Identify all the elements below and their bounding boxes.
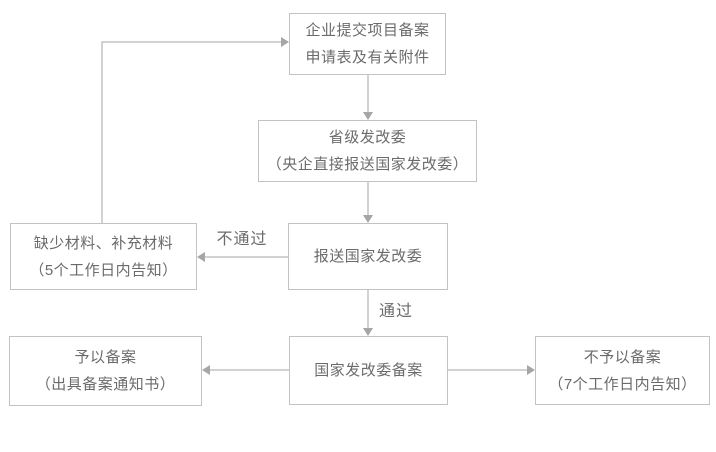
node-label: （出具备案通知书） (35, 376, 176, 393)
edge-label-pass: 通过 (376, 302, 416, 322)
flow-node-provincial: 省级发改委 （央企直接报送国家发改委） (258, 120, 477, 182)
flow-node-report: 报送国家发改委 (288, 223, 448, 290)
node-label: 缺少材料、补充材料 (33, 234, 174, 252)
node-label: （央企直接报送国家发改委） (266, 156, 469, 173)
arrow-report-to-missing (197, 252, 288, 262)
flow-node-missing: 缺少材料、补充材料 （5个工作日内告知） (10, 223, 197, 290)
arrow-provincial-to-report (363, 182, 373, 223)
node-label: 省级发改委 (328, 129, 407, 146)
flow-node-approved: 予以备案 （出具备案通知书） (9, 336, 202, 406)
flow-node-rejected: 不予以备案 （7个工作日内告知） (535, 336, 710, 405)
node-label: 申请表及有关附件 (305, 49, 430, 66)
node-label: 予以备案 (74, 349, 137, 366)
node-label: 报送国家发改委 (313, 248, 423, 265)
arrow-filing-to-approved (202, 365, 289, 375)
node-label: 企业提交项目备案 (305, 22, 430, 39)
node-label: 国家发改委备案 (314, 362, 423, 379)
node-label: 不予以备案 (583, 348, 662, 366)
arrow-report-to-filing (363, 290, 373, 336)
flow-node-filing: 国家发改委备案 (289, 336, 448, 405)
node-label: （7个工作日内告知） (548, 375, 697, 393)
arrow-filing-to-rejected (448, 365, 535, 375)
arrow-missing-to-submit (101, 37, 289, 223)
edge-label-fail: 不通过 (213, 230, 271, 250)
node-label: （5个工作日内告知） (29, 261, 178, 279)
arrow-submit-to-provincial (363, 75, 373, 120)
flow-node-submit: 企业提交项目备案 申请表及有关附件 (289, 13, 446, 75)
